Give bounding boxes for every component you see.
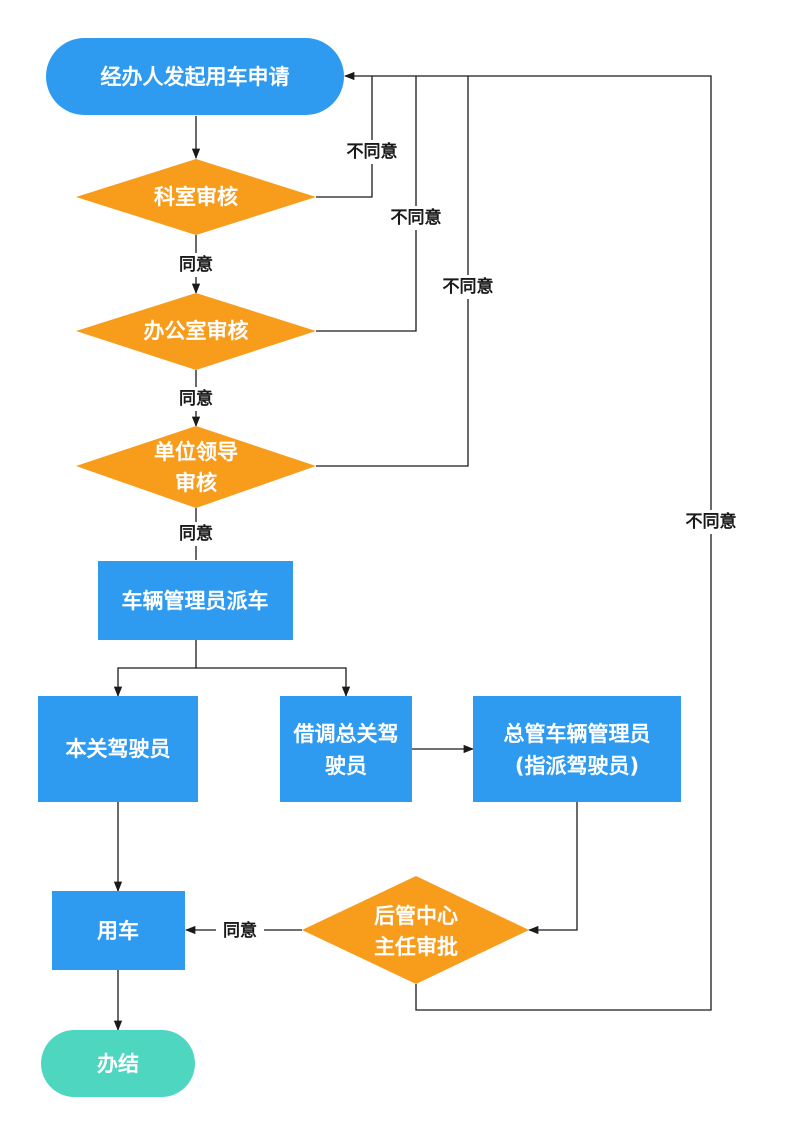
node-leader-review[interactable]: 单位领导 审核	[76, 426, 316, 508]
label-dept-agree: 同意	[179, 254, 213, 275]
edge-dispatch-to-own-driver	[113, 640, 197, 698]
node-dispatch[interactable]: 车辆管理员派车	[98, 561, 293, 640]
node-own-driver-label: 本关驾驶员	[66, 737, 171, 761]
node-own-driver[interactable]: 本关驾驶员	[38, 696, 198, 802]
label-leader-agree: 同意	[179, 523, 213, 544]
node-dept-review[interactable]: 科室审核	[76, 159, 316, 235]
node-general-manager-label-line1: 总管车辆管理员	[504, 722, 651, 746]
node-dept-review-label: 科室审核	[154, 185, 238, 209]
edge-dispatch-to-borrow-driver	[196, 667, 351, 698]
label-office-agree: 同意	[179, 388, 213, 409]
label-office-disagree: 不同意	[391, 207, 442, 228]
node-center-approval-label-line1: 后管中心	[374, 904, 458, 928]
node-borrow-driver[interactable]: 借调总关驾 驶员	[280, 696, 412, 802]
node-end-label: 办结	[97, 1052, 139, 1076]
label-dept-disagree: 不同意	[347, 141, 398, 162]
node-borrow-driver-label-line2: 驶员	[325, 754, 367, 778]
edge-center-disagree-return	[343, 71, 712, 1011]
node-center-approval-label-line2: 主任审批	[374, 935, 458, 959]
edges	[113, 71, 712, 1032]
edge-dept-disagree-return	[316, 76, 373, 198]
node-leader-review-label-line1: 单位领导	[154, 440, 238, 464]
node-dispatch-label: 车辆管理员派车	[122, 589, 269, 613]
label-center-agree: 同意	[223, 920, 257, 941]
edge-leader-disagree-return	[316, 76, 469, 467]
edge-labels: 不同意 不同意 不同意 不同意 同意 同意 同意 同意	[172, 140, 745, 943]
edge-office-disagree-return	[316, 76, 417, 332]
node-office-review-label: 办公室审核	[144, 319, 249, 343]
node-start-label: 经办人发起用车申请	[101, 65, 290, 89]
node-leader-review-label-line2: 审核	[175, 471, 217, 495]
node-use-car-label: 用车	[97, 919, 139, 943]
node-center-approval[interactable]: 后管中心 主任审批	[302, 876, 529, 984]
node-general-manager[interactable]: 总管车辆管理员 (指派驾驶员)	[473, 696, 681, 802]
node-office-review[interactable]: 办公室审核	[76, 293, 316, 370]
node-general-manager-label-line2: (指派驾驶员)	[515, 754, 639, 778]
node-borrow-driver-label-line1: 借调总关驾	[293, 722, 399, 746]
label-center-disagree: 不同意	[686, 511, 737, 532]
node-use-car[interactable]: 用车	[52, 891, 185, 970]
edge-general-manager-to-center	[527, 802, 578, 935]
node-end[interactable]: 办结	[41, 1030, 195, 1097]
node-start[interactable]: 经办人发起用车申请	[46, 38, 344, 115]
label-leader-disagree: 不同意	[443, 276, 494, 297]
